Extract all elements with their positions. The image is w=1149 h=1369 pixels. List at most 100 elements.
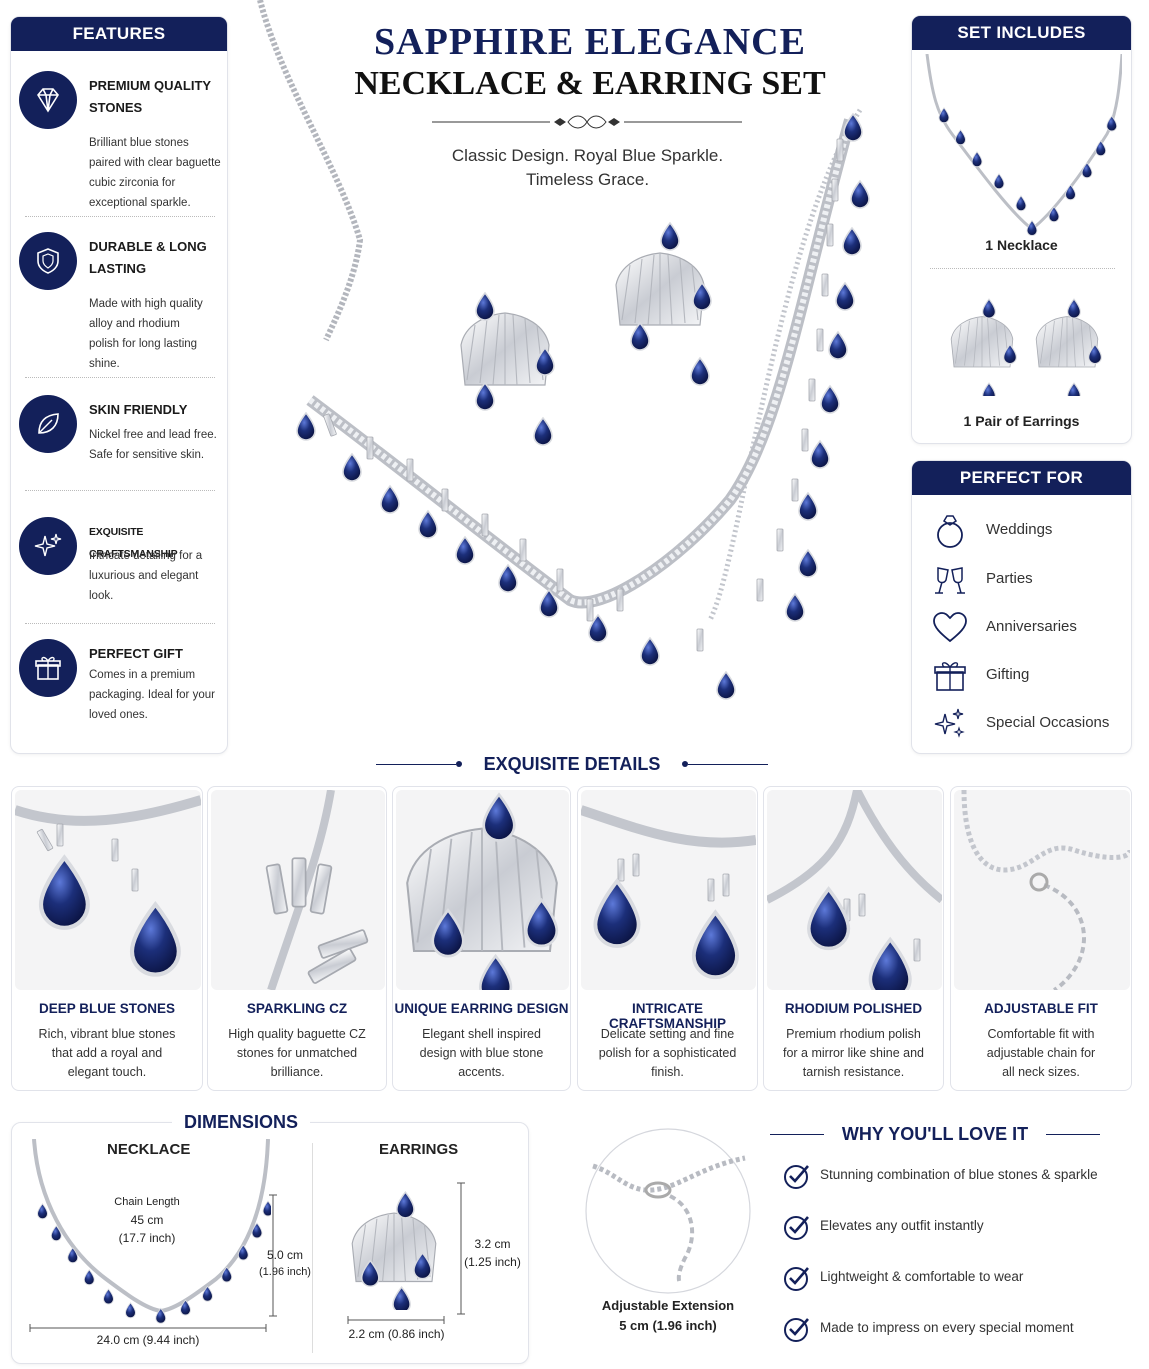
detail-desc: brilliance. [270, 1065, 324, 1079]
feature-title: EXQUISITE CRAFTSMANSHIP [89, 526, 178, 560]
perfect-for-heading: PERFECT FOR [912, 461, 1131, 495]
feature-desc: paired with clear baguette [89, 157, 221, 169]
chain-length-text: Chain Length 45 cm (17.7 inch) [102, 1193, 192, 1247]
feature-desc: luxurious and elegant [89, 570, 199, 582]
detail-desc: stones for unmatched [236, 1046, 358, 1060]
perfect-for-label: Parties [986, 570, 1033, 587]
why-item-label: Made to impress on every special moment [820, 1320, 1074, 1335]
feature-title: PERFECT GIFT [89, 646, 183, 661]
feature-desc: cubic zirconia for [89, 177, 176, 189]
tagline-line-1: Classic Design. Royal Blue Sparkle. [451, 146, 724, 165]
feature-desc: loved ones. [89, 709, 148, 721]
necklace-height-in: (1.96 inch) [259, 1266, 311, 1278]
heading-dot [456, 761, 462, 767]
detail-desc: Elegant shell inspired [422, 1027, 541, 1041]
feature-desc: Intricate detailing for a [89, 550, 203, 562]
gift-icon [19, 639, 77, 697]
detail-title: DEEP BLUE STONES [38, 1001, 176, 1016]
detail-desc: High quality baguette CZ [228, 1027, 366, 1041]
chain-length-in: (17.7 inch) [118, 1231, 176, 1245]
feature-title: SKIN FRIENDLY [89, 402, 188, 417]
why-item-label: Stunning combination of blue stones & sp… [820, 1167, 1098, 1182]
detail-image [396, 790, 569, 990]
title-line-2: NECKLACE & EARRING SET [354, 65, 826, 102]
detail-desc: tarnish resistance. [802, 1065, 905, 1079]
feature-desc: Comes in a premium [89, 669, 196, 681]
why-item: Elevates any outfit instantly [783, 1213, 1143, 1243]
necklace-height-cm: 5.0 cm [266, 1248, 303, 1262]
detail-desc: Premium rhodium polish [786, 1027, 921, 1041]
why-item-label: Elevates any outfit instantly [820, 1218, 984, 1233]
detail-title: INTRICATE CRAFTSMANSHIP [609, 1001, 726, 1031]
details-heading: EXQUISITE DETAILS [483, 754, 661, 774]
extension-label: Adjustable Extension [601, 1298, 735, 1313]
necklace-height-text: 5.0 cm (1.96 inch) [250, 1247, 320, 1281]
detail-desc: finish. [651, 1065, 684, 1079]
feature-title: STONES [89, 100, 143, 115]
feature-desc: polish for long lasting [89, 338, 198, 350]
necklace-height-line [269, 1194, 277, 1317]
divider [25, 490, 215, 491]
extension-value: 5 cm (1.96 inch) [619, 1318, 717, 1333]
hero-necklace-image [257, 0, 870, 700]
detail-desc: polish for a sophisticated [598, 1046, 737, 1060]
detail-card-deep-blue-stones: DEEP BLUE STONES Rich, vibrant blue ston… [11, 786, 203, 1091]
detail-desc: elegant touch. [67, 1065, 147, 1079]
why-heading: WHY YOU'LL LOVE IT [841, 1124, 1029, 1144]
set-includes-heading: SET INCLUDES [912, 16, 1131, 50]
necklace-thumbnail [925, 54, 1122, 236]
feature-title: LASTING [89, 261, 147, 276]
earring-height-text: 3.2 cm (1.25 inch) [460, 1235, 525, 1271]
detail-desc: adjustable chain for [986, 1046, 1096, 1060]
gift-icon [934, 662, 966, 691]
detail-title: ADJUSTABLE FIT [984, 1001, 1098, 1016]
heart-icon [933, 612, 967, 643]
detail-image [581, 790, 756, 990]
detail-desc: design with blue stone [419, 1046, 544, 1060]
ornament-divider [432, 115, 742, 129]
heading-dot [682, 761, 688, 767]
divider [930, 268, 1115, 269]
detail-image [767, 790, 942, 990]
detail-image [15, 790, 201, 990]
necklace-dim-label: NECKLACE [107, 1141, 191, 1158]
extension-image [585, 1128, 751, 1294]
sparkle-icon [934, 708, 965, 738]
feature-desc: Brilliant blue stones [89, 137, 189, 149]
features-heading: FEATURES [11, 17, 227, 51]
heading-rule [1046, 1134, 1100, 1135]
earrings-dim-label: EARRINGS [379, 1141, 459, 1158]
chain-length-cm: 45 cm [130, 1213, 164, 1227]
detail-desc: accents. [458, 1065, 505, 1079]
detail-image [211, 790, 385, 990]
check-circle-icon [784, 1267, 809, 1291]
detail-desc: Rich, vibrant blue stones [38, 1027, 176, 1041]
earring-width: 2.2 cm (0.86 inch) [348, 1327, 445, 1341]
detail-desc: all neck sizes. [1002, 1065, 1080, 1079]
earring-height-line [457, 1182, 465, 1315]
feature-title: DURABLE & LONG [89, 239, 207, 254]
feature-desc: shine. [89, 358, 120, 370]
title-line-1: SAPPHIRE ELEGANCE [374, 21, 806, 63]
heading-rule [688, 764, 768, 765]
detail-image [954, 790, 1130, 990]
perfect-for-anniversaries: Anniversaries [932, 610, 1132, 646]
check-circle-icon [784, 1318, 809, 1342]
chain-length-label: Chain Length [114, 1196, 180, 1208]
perfect-for-weddings: Weddings [932, 513, 1132, 549]
page-title: SAPPHIRE ELEGANCE NECKLACE & EARRING SET [330, 20, 850, 104]
perfect-for-gifting: Gifting [932, 658, 1132, 694]
divider [25, 216, 215, 217]
heading-rule [376, 764, 456, 765]
perfect-for-card: PERFECT FOR Weddings Parties Anniversari… [911, 460, 1132, 754]
earring-dimension-image [351, 1191, 437, 1310]
why-item: Lightweight & comfortable to wear [783, 1264, 1143, 1294]
why-item-label: Lightweight & comfortable to wear [820, 1269, 1024, 1284]
dimensions-heading: DIMENSIONS [172, 1110, 310, 1134]
detail-card-unique-earring: UNIQUE EARRING DESIGN Elegant shell insp… [392, 786, 571, 1091]
divider [25, 377, 215, 378]
detail-desc: Delicate setting and fine [600, 1027, 735, 1041]
